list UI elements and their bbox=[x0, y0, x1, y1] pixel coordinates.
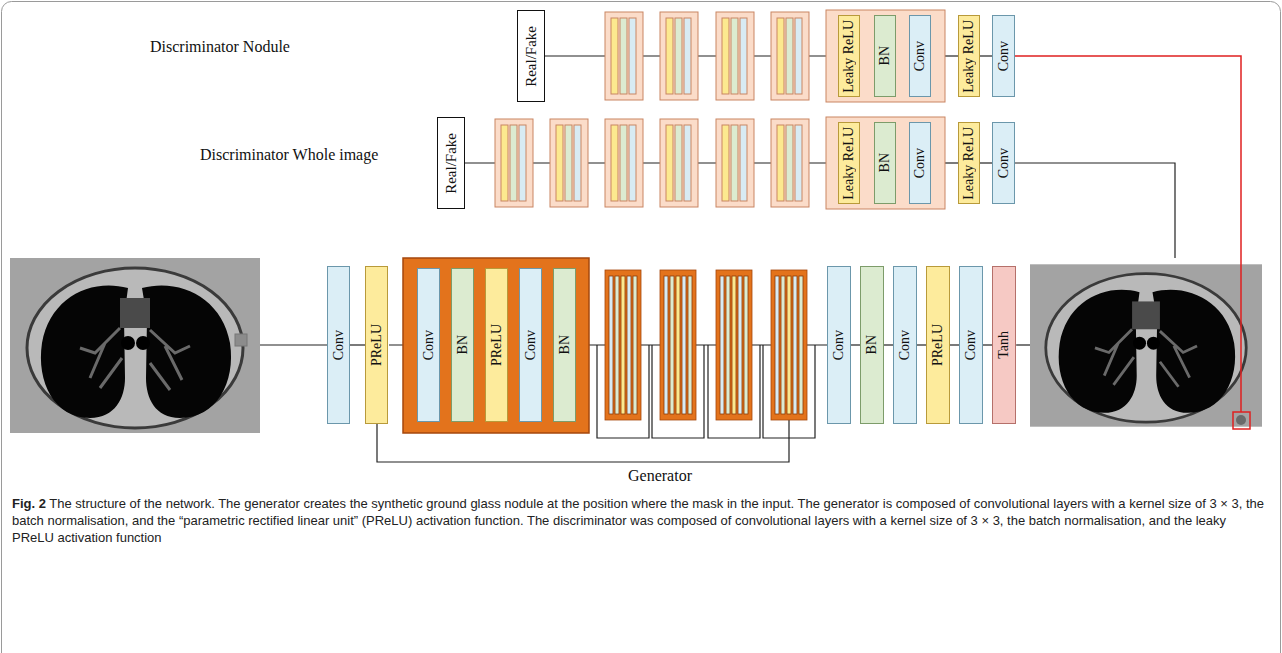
residual-block bbox=[403, 258, 589, 433]
conv-block bbox=[826, 10, 945, 102]
layer-box: Leaky ReLU bbox=[958, 15, 980, 97]
connector-line bbox=[980, 162, 992, 163]
layer-box: BN bbox=[553, 268, 576, 422]
conv-block bbox=[826, 117, 945, 209]
connector-line bbox=[851, 344, 860, 345]
layer-box: Conv bbox=[992, 122, 1015, 204]
nodule-link bbox=[1015, 56, 1241, 412]
layer-box: BN bbox=[874, 15, 896, 97]
conv-block-small bbox=[495, 119, 809, 207]
layer-name: PReLU bbox=[931, 324, 945, 366]
connector-line bbox=[983, 344, 992, 345]
layer-name: Leaky ReLU bbox=[842, 20, 856, 93]
section-label: Discriminator Nodule bbox=[150, 38, 290, 56]
layer-name: BN bbox=[865, 335, 879, 354]
input-ct-image bbox=[10, 258, 260, 433]
layer-box: PReLU bbox=[485, 268, 508, 422]
section-label: Generator bbox=[628, 467, 692, 485]
layer-name: Conv bbox=[898, 330, 912, 360]
layer-box: Conv bbox=[519, 268, 542, 422]
output-box: Real/Fake bbox=[437, 117, 465, 209]
layer-name: BN bbox=[558, 335, 572, 354]
connector-line bbox=[980, 55, 992, 56]
layer-box: BN bbox=[860, 266, 884, 424]
output-ct-image bbox=[1030, 264, 1262, 426]
layer-box: Conv bbox=[893, 266, 917, 424]
connector-line bbox=[917, 344, 926, 345]
layer-name: BN bbox=[456, 335, 470, 354]
output-box: Real/Fake bbox=[517, 10, 545, 102]
layer-box: PReLU bbox=[926, 266, 950, 424]
nodule-marker bbox=[1233, 412, 1250, 429]
layer-box: Leaky ReLU bbox=[958, 122, 980, 204]
layer-box: Conv bbox=[992, 15, 1015, 97]
layer-box: Conv bbox=[327, 266, 350, 424]
layer-name: BN bbox=[878, 46, 892, 65]
layer-box: Conv bbox=[909, 122, 931, 204]
layer-box: Conv bbox=[827, 266, 851, 424]
layer-name: PReLU bbox=[370, 324, 384, 366]
layer-name: Conv bbox=[332, 330, 346, 360]
residual-block-small bbox=[605, 270, 807, 420]
layer-box: PReLU bbox=[365, 266, 388, 424]
layer-name: Leaky ReLU bbox=[962, 127, 976, 200]
layer-name: Conv bbox=[997, 41, 1011, 71]
layer-name: Leaky ReLU bbox=[962, 20, 976, 93]
conv-block-small bbox=[605, 12, 809, 100]
layer-box: BN bbox=[874, 122, 896, 204]
layer-name: Real/Fake bbox=[444, 133, 459, 194]
connector-line bbox=[350, 344, 365, 345]
layer-name: Leaky ReLU bbox=[842, 127, 856, 200]
connector-line bbox=[884, 344, 893, 345]
layer-box: Conv bbox=[959, 266, 983, 424]
layer-name: Conv bbox=[524, 330, 538, 360]
layer-name: BN bbox=[878, 153, 892, 172]
layer-box: BN bbox=[451, 268, 474, 422]
layer-box: Leaky ReLU bbox=[838, 15, 860, 97]
layer-name: Conv bbox=[964, 330, 978, 360]
figure-caption: Fig. 2 The structure of the network. The… bbox=[12, 495, 1270, 546]
layer-box: Conv bbox=[417, 268, 440, 422]
layer-name: Conv bbox=[422, 330, 436, 360]
flow-lines bbox=[260, 56, 1175, 462]
layer-box: Tanh bbox=[992, 266, 1016, 424]
section-label: Discriminator Whole image bbox=[200, 146, 378, 164]
connector-line bbox=[950, 344, 959, 345]
layer-box: Conv bbox=[909, 15, 931, 97]
layer-name: Conv bbox=[832, 330, 846, 360]
layer-name: Real/Fake bbox=[524, 26, 539, 87]
layer-name: Conv bbox=[997, 148, 1011, 178]
layer-name: PReLU bbox=[490, 324, 504, 366]
layer-name: Conv bbox=[913, 148, 927, 178]
layer-name: Tanh bbox=[997, 331, 1011, 359]
layer-box: Leaky ReLU bbox=[838, 122, 860, 204]
layer-name: Conv bbox=[913, 41, 927, 71]
